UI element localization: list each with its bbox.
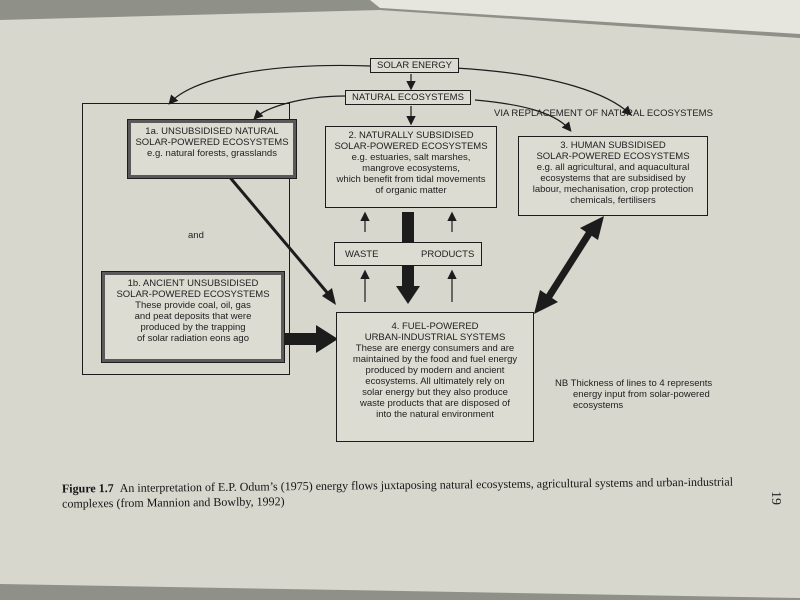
nb-line-2: energy input from solar-powered xyxy=(573,389,710,400)
box-4-desc-3: produced by modern and ancient xyxy=(365,365,505,376)
box-1b-desc-2: and peat deposits that were xyxy=(134,311,252,322)
box-1a-desc: e.g. natural forests, grasslands xyxy=(147,148,277,159)
box-4-desc-7: into the natural environment xyxy=(376,409,494,420)
box-2-desc-1: e.g. estuaries, salt marshes, xyxy=(351,152,471,163)
box-3-title-2: SOLAR-POWERED ECOSYSTEMS xyxy=(536,151,690,162)
nb-line-3: ecosystems xyxy=(573,400,624,411)
waste-label: WASTE xyxy=(345,249,379,260)
natural-ecosystems-label: NATURAL ECOSYSTEMS xyxy=(345,90,471,105)
box-1b-title-1: 1b. ANCIENT UNSUBSIDISED xyxy=(127,278,259,289)
products-label: PRODUCTS xyxy=(421,249,475,260)
box-4-desc-5: solar energy but they also produce xyxy=(362,387,508,398)
box-3: 3. HUMAN SUBSIDISED SOLAR-POWERED ECOSYS… xyxy=(518,136,708,216)
thick-arrow-1b-to-4-head xyxy=(316,325,338,353)
arrow-natural-to-3 xyxy=(474,99,572,132)
box-1b-desc-1: These provide coal, oil, gas xyxy=(135,300,251,311)
box-1a-title-1: 1a. UNSUBSIDISED NATURAL xyxy=(145,126,279,137)
waste-products-box: WASTE PRODUCTS xyxy=(334,242,482,266)
and-label: and xyxy=(188,230,204,241)
thick-arrow-1b-to-4-shaft xyxy=(282,333,318,345)
box1-group-frame xyxy=(82,103,290,375)
box-1b-desc-3: produced by the trapping xyxy=(140,322,246,333)
box-2-desc-4: of organic matter xyxy=(375,185,447,196)
box-4-desc-1: These are energy consumers and are xyxy=(355,343,515,354)
arrow-1a-to-4-head xyxy=(322,288,336,305)
box-3-title-1: 3. HUMAN SUBSIDISED xyxy=(560,140,666,151)
box-4-desc-6: waste products that are disposed of xyxy=(360,398,510,409)
box-3-desc-1: e.g. all agricultural, and aquacultural xyxy=(536,162,690,173)
arrow-solar-to-3 xyxy=(454,67,632,116)
box-1b: 1b. ANCIENT UNSUBSIDISED SOLAR-POWERED E… xyxy=(101,271,285,363)
box-2-title-2: SOLAR-POWERED ECOSYSTEMS xyxy=(334,141,488,152)
box-4-title-2: URBAN-INDUSTRIAL SYSTEMS xyxy=(364,332,506,343)
arrow-solar-to-1 xyxy=(168,64,371,105)
box-1a-title-2: SOLAR-POWERED ECOSYSTEMS xyxy=(135,137,289,148)
box-3-desc-3: labour, mechanisation, crop protection xyxy=(532,184,694,195)
box-2-desc-3: which benefit from tidal movements xyxy=(336,174,486,185)
box-2-title-1: 2. NATURALLY SUBSIDISED xyxy=(348,130,474,141)
figure-caption-text: An interpretation of E.P. Odum’s (1975) … xyxy=(62,474,734,511)
via-replacement-label: VIA REPLACEMENT OF NATURAL ECOSYSTEMS xyxy=(494,108,713,119)
box-4-title-1: 4. FUEL-POWERED xyxy=(391,321,479,332)
box-3-desc-2: ecosystems that are subsidised by xyxy=(540,173,686,184)
nb-line-1: NB Thickness of lines to 4 represents xyxy=(555,378,713,389)
thick-arrow-2-to-4-head xyxy=(396,286,420,304)
box-2: 2. NATURALLY SUBSIDISED SOLAR-POWERED EC… xyxy=(325,126,497,208)
opposite-page xyxy=(370,0,800,34)
box-1b-desc-4: of solar radiation eons ago xyxy=(137,333,249,344)
arrow-1a-to-4 xyxy=(220,167,332,297)
box-4: 4. FUEL-POWERED URBAN-INDUSTRIAL SYSTEMS… xyxy=(336,312,534,442)
solar-energy-label: SOLAR ENERGY xyxy=(370,58,459,73)
box-1b-title-2: SOLAR-POWERED ECOSYSTEMS xyxy=(116,289,270,300)
box-1a: 1a. UNSUBSIDISED NATURAL SOLAR-POWERED E… xyxy=(127,119,297,179)
box-2-desc-2: mangrove ecosystems, xyxy=(362,163,460,174)
box-4-desc-4: ecosystems. All ultimately rely on xyxy=(365,376,505,387)
nb-note: NB Thickness of lines to 4 represents en… xyxy=(555,378,745,411)
box-4-desc-2: maintained by the food and fuel energy xyxy=(352,354,518,365)
box-3-desc-4: chemicals, fertilisers xyxy=(570,195,656,206)
figure-label: Figure 1.7 xyxy=(61,481,114,496)
arrow-3-4-head-up xyxy=(580,216,604,240)
page-number: 19 xyxy=(768,491,783,505)
arrow-3-4-shaft xyxy=(545,230,593,300)
arrow-3-4-head-down xyxy=(534,290,558,314)
